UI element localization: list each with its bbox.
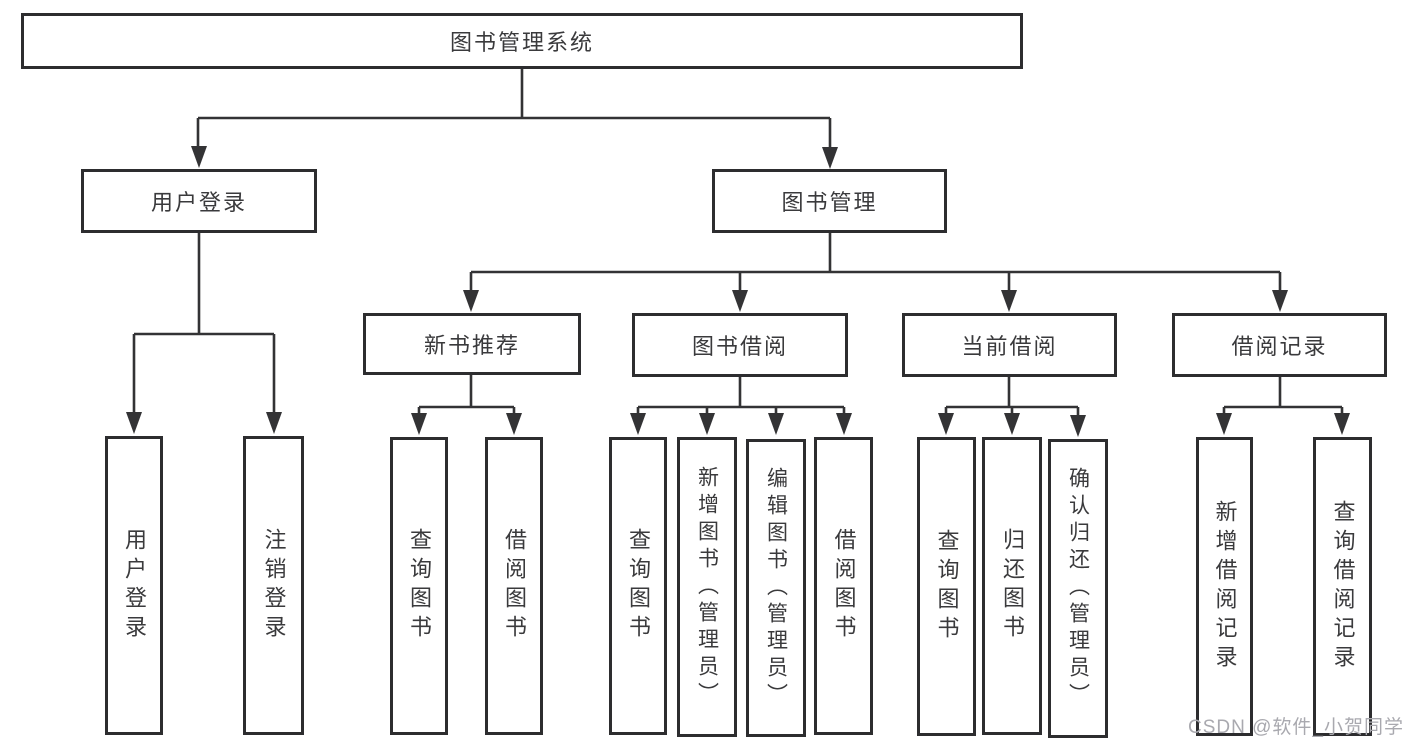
node-book-borrow: 图书借阅 — [632, 313, 848, 377]
leaf-add-borrow-record: 新增借阅记录 — [1196, 437, 1253, 736]
node-user-login: 用户登录 — [81, 169, 317, 233]
node-system-root: 图书管理系统 — [21, 13, 1023, 69]
leaf-edit-books-admin: 编辑图书（管理员） — [746, 439, 806, 737]
arrowheads — [126, 146, 1350, 437]
node-borrow-records: 借阅记录 — [1172, 313, 1387, 377]
leaf-add-books-admin: 新增图书（管理员） — [677, 437, 737, 737]
leaf-current-query-books: 查询图书 — [917, 437, 976, 736]
leaf-logout: 注销登录 — [243, 436, 304, 735]
leaf-recommend-borrow-books: 借阅图书 — [485, 437, 543, 735]
leaf-return-books: 归还图书 — [982, 437, 1042, 735]
leaf-user-login: 用户登录 — [105, 436, 163, 735]
node-current-borrow: 当前借阅 — [902, 313, 1117, 377]
node-book-management: 图书管理 — [712, 169, 947, 233]
csdn-watermark: CSDN @软件_小贺同学 — [1188, 717, 1404, 738]
leaf-query-borrow-record: 查询借阅记录 — [1313, 437, 1372, 736]
leaf-borrow-books: 借阅图书 — [814, 437, 873, 735]
leaf-confirm-return-admin: 确认归还（管理员） — [1048, 439, 1108, 738]
leaf-recommend-query-books: 查询图书 — [390, 437, 448, 735]
leaf-borrow-query-books: 查询图书 — [609, 437, 667, 735]
node-new-book-recommend: 新书推荐 — [363, 313, 581, 375]
